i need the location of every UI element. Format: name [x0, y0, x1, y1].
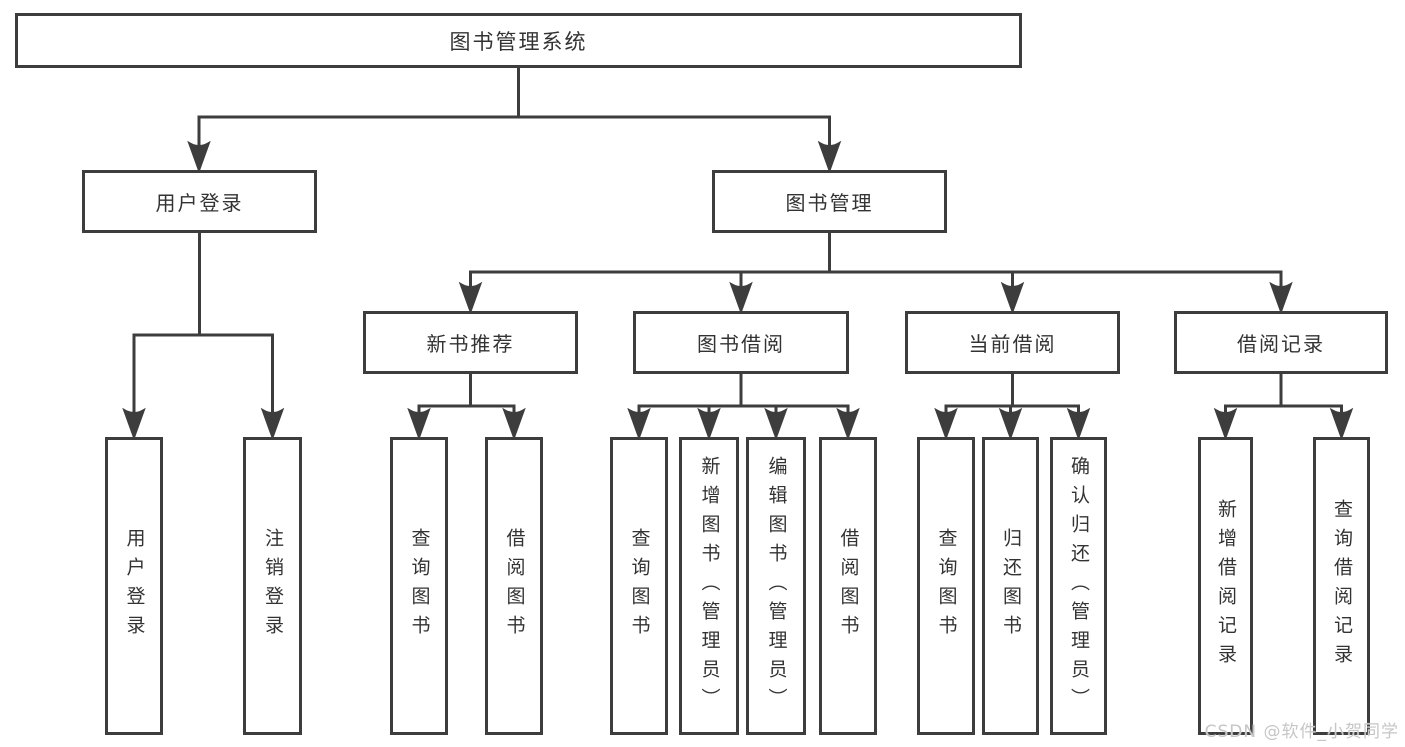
- leaf-borrow-books-label: 借阅图书: [837, 528, 860, 644]
- leaf-query-books: 查询图书: [917, 437, 975, 735]
- leaf-query-books: 查询图书: [610, 437, 668, 735]
- leaf-query-borrow-record: 查询借阅记录: [1313, 437, 1370, 735]
- leaf-logout: 注销登录: [243, 437, 302, 735]
- leaf-query-borrow-record-label: 查询借阅记录: [1331, 499, 1353, 673]
- connector-book-management-to-row2: [458, 233, 1293, 315]
- node-library-management-system: 图书管理系统: [15, 13, 1022, 68]
- connector-new-book-recommend-to-leaves: [407, 374, 526, 441]
- connector-book-borrow-to-leaves: [627, 374, 860, 441]
- node-borrow-records: 借阅记录: [1174, 311, 1388, 374]
- leaf-borrow-books: 借阅图书: [819, 437, 877, 735]
- watermark: CSDN @软件_小贺同学: [1204, 722, 1399, 742]
- leaf-confirm-return-admin-label: 确认归还（管理员）: [1068, 455, 1090, 717]
- node-current-borrow: 当前借阅: [905, 311, 1120, 374]
- connector-root-to-level1: [187, 68, 842, 174]
- connector-borrow-records-to-leaves: [1213, 374, 1354, 441]
- leaf-add-books-admin-label: 新增图书（管理员）: [698, 455, 721, 717]
- connector-user-login-to-leaves: [122, 233, 285, 441]
- leaf-borrow-books: 借阅图书: [485, 437, 543, 735]
- leaf-borrow-books-label: 借阅图书: [503, 528, 526, 644]
- leaf-query-books: 查询图书: [390, 437, 448, 735]
- leaf-query-books-label: 查询图书: [628, 528, 651, 644]
- leaf-add-books-admin: 新增图书（管理员）: [679, 437, 739, 735]
- leaf-return-books: 归还图书: [982, 437, 1039, 735]
- connector-current-borrow-to-leaves: [934, 374, 1091, 441]
- leaf-edit-books-admin: 编辑图书（管理员）: [746, 437, 806, 735]
- leaf-confirm-return-admin: 确认归还（管理员）: [1050, 437, 1107, 735]
- node-user-login: 用户登录: [82, 170, 317, 233]
- leaf-edit-books-admin-label: 编辑图书（管理员）: [765, 455, 788, 717]
- leaf-query-books-label: 查询图书: [935, 528, 958, 644]
- leaf-return-books-label: 归还图书: [1000, 528, 1022, 644]
- leaf-user-login-label: 用户登录: [123, 528, 146, 644]
- leaf-query-books-label: 查询图书: [408, 528, 431, 644]
- leaf-add-borrow-record: 新增借阅记录: [1198, 437, 1253, 735]
- leaf-logout-label: 注销登录: [262, 528, 284, 644]
- leaf-user-login: 用户登录: [105, 437, 163, 735]
- leaf-add-borrow-record-label: 新增借阅记录: [1215, 499, 1237, 673]
- node-book-management: 图书管理: [712, 170, 947, 233]
- node-book-borrow: 图书借阅: [633, 311, 849, 374]
- node-new-book-recommend: 新书推荐: [363, 311, 578, 374]
